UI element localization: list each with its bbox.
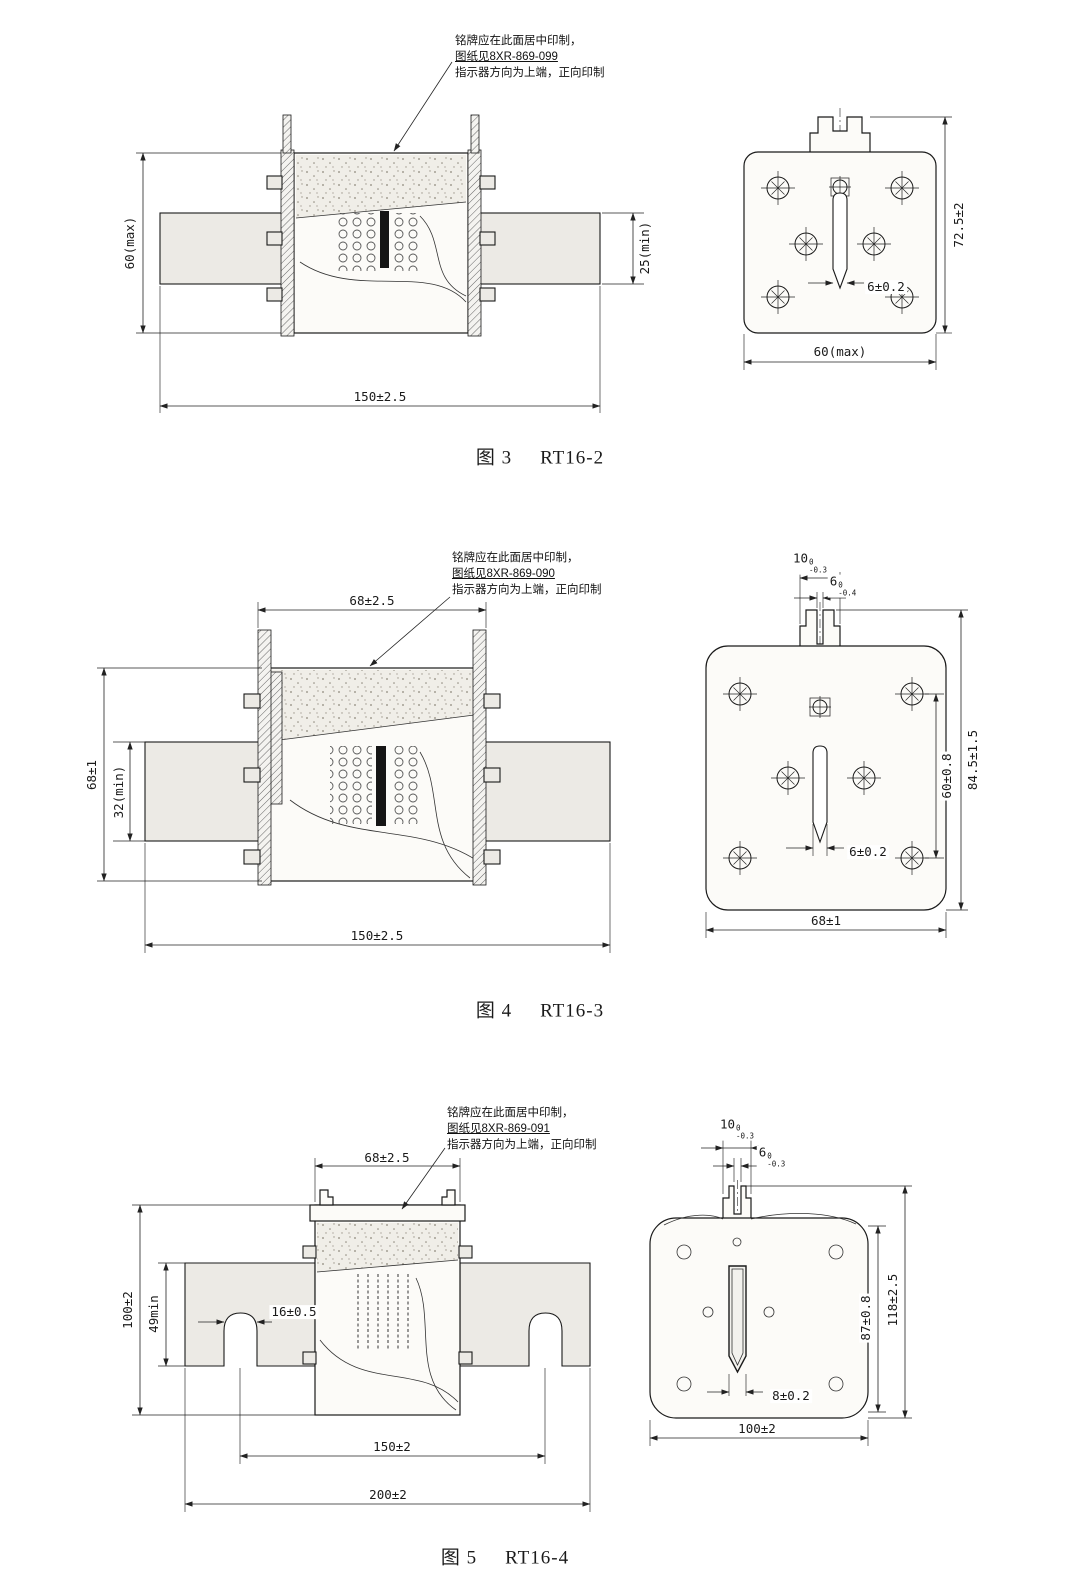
fig4-side-view	[144, 629, 611, 886]
fig5-dim-blade-height: 49min	[146, 1293, 162, 1335]
fig4-dim-body-height: 68±1	[84, 757, 100, 793]
fig4-note-line3: 指示器方向为上端，正向印制	[452, 584, 602, 597]
fig3-caption-number: 图 3	[475, 447, 513, 469]
fig3-front-view	[743, 108, 937, 334]
fig5-caption-model: RT16-4	[505, 1547, 570, 1569]
fig4-caption-model: RT16-3	[540, 1000, 605, 1022]
fig5-front-view	[649, 1180, 869, 1419]
fig5-note-line2: 图纸见8XR-869-091	[447, 1123, 550, 1136]
fig3-dim-body-width: 60(max)	[811, 344, 869, 360]
fig4-dim-body-width: 68±1	[808, 913, 844, 929]
fig5-note-line1: 铭牌应在此面居中印制，	[447, 1107, 574, 1119]
fig4-dim-slot-width: 6±0.2	[847, 844, 889, 860]
fig5-dim-cap-width: 68±2.5	[362, 1150, 412, 1166]
fig5-side-dimensions	[132, 1147, 591, 1512]
fig3-front-dimensions	[743, 116, 952, 370]
fig5-caption-number: 图 5	[440, 1547, 478, 1569]
fig5-dim-overall-height: 118±2.5	[885, 1271, 901, 1329]
fig5-dim-notch-spacing: 150±2	[371, 1439, 413, 1455]
fig3-dim-overall-height: 72.5±2	[951, 200, 967, 250]
fig4-side-dimensions	[97, 596, 611, 953]
fig4-front-view	[705, 602, 947, 911]
fig4-dim-cap-width: 68±2.5	[347, 593, 397, 609]
fig5-note-line3: 指示器方向为上端，正向印制	[447, 1139, 597, 1152]
fig3-note-line2: 图纸见8XR-869-099	[455, 51, 558, 64]
fig4-front-dimensions	[705, 572, 968, 938]
fig4-caption-number: 图 4	[475, 1000, 513, 1022]
fig4-caption: 图 4 RT16-3	[476, 996, 604, 1023]
fig5-dim-slot-width: 8±0.2	[770, 1388, 812, 1404]
fig5-dim-notch-width: 16±0.5	[269, 1304, 319, 1320]
fig4-nameplate-note: 铭牌应在此面居中印制， 图纸见8XR-869-090 指示器方向为上端，正向印制	[452, 550, 602, 598]
fig5-nameplate-note: 铭牌应在此面居中印制， 图纸见8XR-869-091 指示器方向为上端，正向印制	[447, 1105, 597, 1153]
fig4-dim-hole-spacing: 60±0.8	[939, 751, 955, 801]
fig3-caption: 图 3 RT16-2	[476, 443, 604, 470]
fig3-dim-overall-length: 150±2.5	[351, 389, 409, 405]
fig5-dim-body-width: 100±2	[736, 1421, 778, 1437]
fig5-side-view	[184, 1189, 591, 1416]
fig4-dim-blade-height: 32(min)	[111, 763, 127, 821]
fig3-side-dimensions	[136, 61, 644, 413]
fig3-caption-model: RT16-2	[540, 447, 605, 469]
fig5-dim-body-height-front: 87±0.8	[858, 1293, 874, 1343]
fig5-caption: 图 5 RT16-4	[441, 1543, 569, 1570]
fig3-note-line1: 铭牌应在此面居中印制，	[455, 35, 582, 47]
fig3-dim-blade-height: 25(min)	[637, 219, 653, 277]
fig5-dim-body-height: 100±2	[120, 1289, 136, 1331]
fig3-side-view	[159, 114, 601, 337]
fig3-note-line3: 指示器方向为上端，正向印制	[455, 67, 605, 80]
fig3-dim-body-height: 60(max)	[122, 214, 138, 272]
fig4-note-line2: 图纸见8XR-869-090	[452, 568, 555, 581]
fig4-dim-overall-length: 150±2.5	[348, 928, 406, 944]
fig3-nameplate-note: 铭牌应在此面居中印制， 图纸见8XR-869-099 指示器方向为上端，正向印制	[455, 33, 605, 81]
fig4-dim-overall-height: 84.5±1.5	[965, 727, 981, 793]
fig4-note-line1: 铭牌应在此面居中印制，	[452, 552, 579, 564]
fig5-dim-overall-length: 200±2	[367, 1487, 409, 1503]
fig3-dim-slot-width: 6±0.2	[865, 279, 907, 295]
